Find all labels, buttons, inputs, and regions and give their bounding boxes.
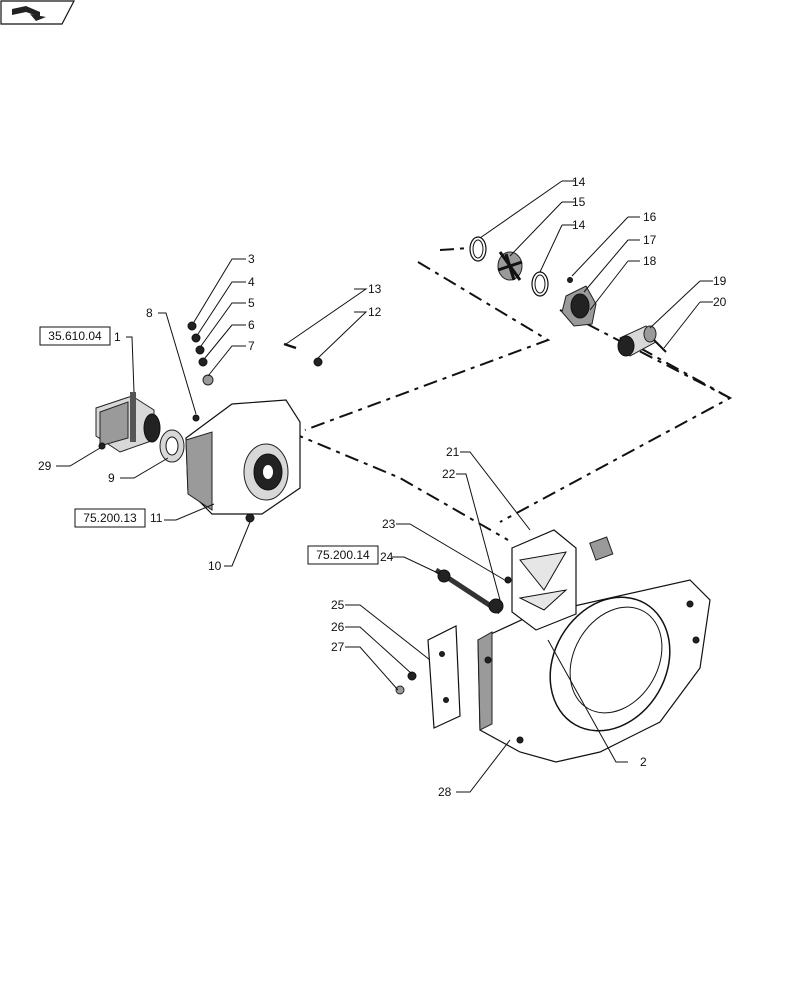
ref-box-35-610-04[interactable]: 35.610.04 <box>39 326 111 346</box>
callout-19: 19 <box>713 274 727 288</box>
plate-25-27 <box>395 625 461 729</box>
ref-label-35-610-04: 35.610.04 <box>48 329 102 343</box>
ref-box-75-200-13[interactable]: 75.200.13 <box>74 508 146 528</box>
callout-27: 27 <box>331 640 345 654</box>
callout-28: 28 <box>438 785 452 799</box>
callout-13: 13 <box>368 282 382 296</box>
callouts: 1 2 3 4 5 6 7 8 9 10 11 12 13 14 14 15 1… <box>38 175 727 799</box>
o-ring-14-top <box>469 236 487 262</box>
callout-2: 2 <box>640 755 647 769</box>
callout-1: 1 <box>114 330 121 344</box>
leader-lines <box>56 180 713 793</box>
callout-7: 7 <box>248 339 255 353</box>
bolts-12-13 <box>283 342 323 367</box>
pump-body-11 <box>185 399 301 523</box>
gasket-9 <box>159 429 185 463</box>
ref-box-75-200-14[interactable]: 75.200.14 <box>307 545 379 565</box>
callout-5: 5 <box>248 296 255 310</box>
impeller-15 <box>497 251 523 281</box>
seal-housing-16-18 <box>561 277 597 327</box>
callout-26: 26 <box>331 620 345 634</box>
shaft-23-24 <box>434 567 512 615</box>
callout-24: 24 <box>380 550 394 564</box>
hydraulic-motor-1 <box>95 392 161 453</box>
fitting-stack-3-7 <box>187 321 214 386</box>
callout-12: 12 <box>368 305 382 319</box>
callout-8: 8 <box>146 306 153 320</box>
callout-3: 3 <box>248 252 255 266</box>
bracket-21 <box>511 529 614 631</box>
callout-20: 20 <box>713 295 727 309</box>
callout-4: 4 <box>248 275 255 289</box>
callout-11: 11 <box>150 511 163 525</box>
callout-14-lower: 14 <box>572 218 586 232</box>
callout-25: 25 <box>331 598 345 612</box>
callout-21: 21 <box>446 445 460 459</box>
callout-15: 15 <box>572 195 586 209</box>
callout-16: 16 <box>643 210 657 224</box>
ref-label-75-200-14: 75.200.14 <box>316 548 370 562</box>
assembly-lines <box>289 247 733 541</box>
callout-6: 6 <box>248 318 255 332</box>
bearing-19 <box>617 325 667 357</box>
callout-22: 22 <box>442 467 456 481</box>
callout-18: 18 <box>643 254 657 268</box>
callout-9: 9 <box>108 471 115 485</box>
callout-17: 17 <box>643 233 657 247</box>
callout-23: 23 <box>382 517 396 531</box>
o-ring-14-lower <box>531 271 549 297</box>
callout-10: 10 <box>208 559 222 573</box>
book-page-icon[interactable] <box>0 0 75 25</box>
callout-29: 29 <box>38 459 52 473</box>
callout-14-top: 14 <box>572 175 586 189</box>
ref-label-75-200-13: 75.200.13 <box>83 511 137 525</box>
